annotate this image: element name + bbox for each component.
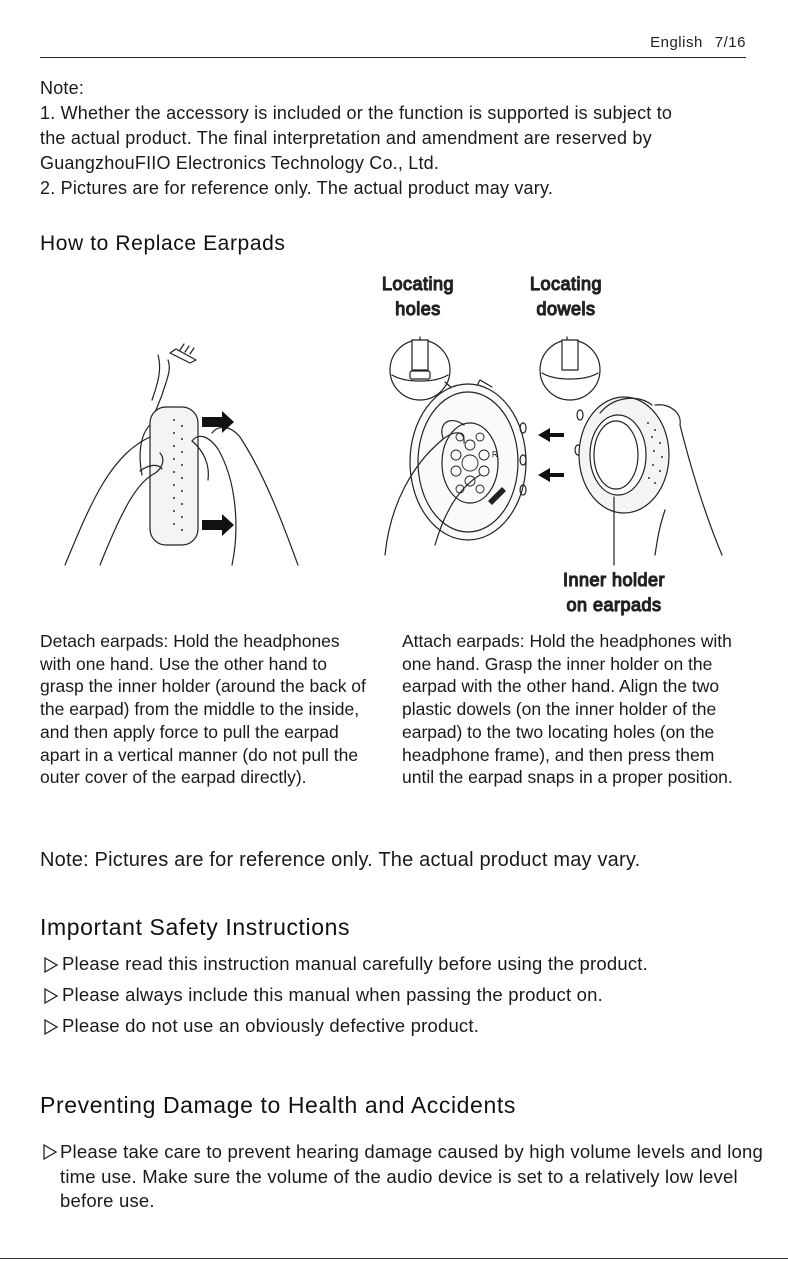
triangle-bullet-icon	[44, 987, 59, 1005]
attach-illustration: R	[384, 336, 723, 566]
label-locating-holes-line2: holes	[395, 299, 441, 319]
safety-heading: Important Safety Instructions	[40, 914, 351, 940]
note-title: Note:	[40, 78, 85, 98]
safety-item-text: Please do not use an obviously defective…	[62, 1015, 480, 1036]
svg-text:R: R	[492, 450, 498, 459]
triangle-bullet-icon	[44, 1018, 59, 1036]
note-item-1-line3: GuangzhouFIIO Electronics Technology Co.…	[40, 153, 440, 173]
health-heading: Preventing Damage to Health and Accident…	[40, 1092, 516, 1118]
detach-illustration	[64, 343, 299, 566]
note-item-1-line2: the actual product. The final interpreta…	[40, 128, 652, 148]
label-inner-holder-line1: Inner holder	[563, 570, 665, 590]
label-inner-holder-line2: on earpads	[566, 595, 661, 615]
list-item: Please do not use an obviously defective…	[40, 1015, 760, 1046]
header-divider	[40, 57, 746, 58]
safety-item-text: Please always include this manual when p…	[62, 984, 603, 1005]
page-number: 7/16	[714, 34, 746, 51]
label-locating-holes-line1: Locating	[382, 274, 454, 294]
earpads-heading: How to Replace Earpads	[40, 232, 286, 255]
note-item-1: 1. Whether the accessory is included or …	[40, 103, 673, 123]
label-locating-dowels-line1: Locating	[530, 274, 602, 294]
page-header: English 7/16	[650, 34, 746, 51]
note-item-2: 2. Pictures are for reference only. The …	[40, 178, 554, 198]
safety-list: Please read this instruction manual care…	[40, 953, 760, 1046]
health-item: Please take care to prevent hearing dama…	[40, 1140, 770, 1214]
triangle-bullet-icon	[43, 1143, 58, 1161]
reference-note: Note: Pictures are for reference only. T…	[40, 849, 641, 871]
detach-instructions: Detach earpads: Hold the headphones with…	[40, 631, 366, 788]
footer-divider	[0, 1258, 788, 1259]
note-block: Note: 1. Whether the accessory is includ…	[40, 76, 750, 201]
attach-instructions: Attach earpads: Hold the headphones with…	[402, 631, 733, 788]
header-language: English	[650, 34, 703, 51]
earpad-illustration: R Locating holes Locating dowels Inner h…	[64, 273, 723, 616]
list-item: Please read this instruction manual care…	[40, 953, 760, 984]
triangle-bullet-icon	[44, 956, 59, 974]
safety-item-text: Please read this instruction manual care…	[62, 953, 648, 974]
label-locating-dowels-line2: dowels	[536, 299, 595, 319]
list-item: Please always include this manual when p…	[40, 984, 760, 1015]
health-item-text: Please take care to prevent hearing dama…	[60, 1141, 763, 1211]
